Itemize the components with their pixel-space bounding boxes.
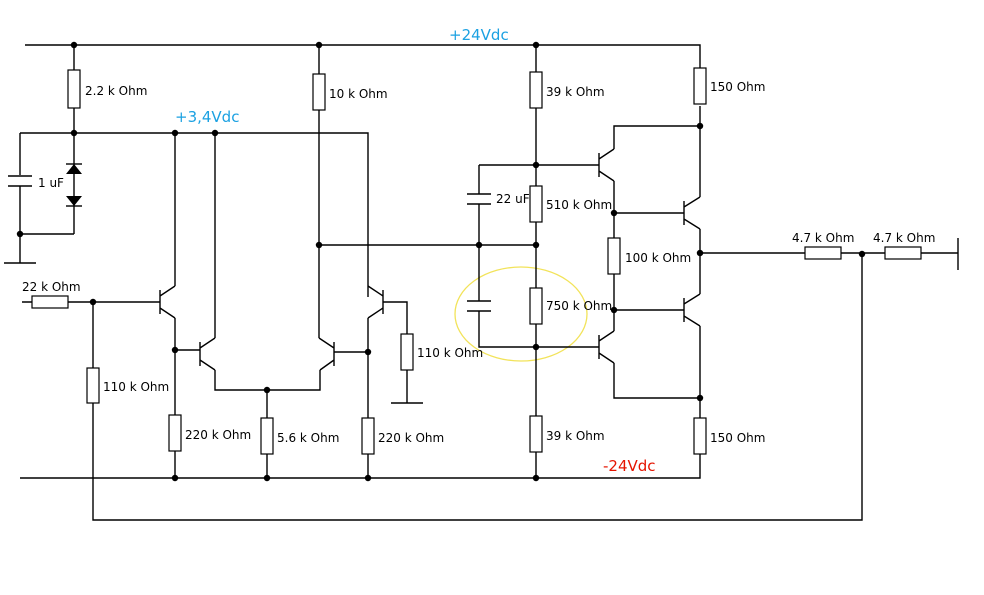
resistor-39k-bottom xyxy=(529,415,543,453)
label-r-22k-input: 22 k Ohm xyxy=(22,280,81,294)
reference-rail xyxy=(20,132,369,297)
transistor-q8 xyxy=(683,253,701,418)
transistor-q1 xyxy=(159,133,176,350)
resistor-22k-input xyxy=(31,295,69,309)
label-r-5k6: 5.6 k Ohm xyxy=(277,431,339,445)
resistor-39k-top xyxy=(529,71,543,109)
resistor-220k-right xyxy=(361,417,375,455)
label-r-4k7-a: 4.7 k Ohm xyxy=(792,231,854,245)
highlight-ellipse xyxy=(454,266,588,362)
label-r-150-bottom: 150 Ohm xyxy=(710,431,765,445)
label-r-39k-top: 39 k Ohm xyxy=(546,85,605,99)
label-r-510k: 510 k Ohm xyxy=(546,198,612,212)
label-r-150-top: 150 Ohm xyxy=(710,80,765,94)
resistor-220k-left xyxy=(168,414,182,452)
resistor-510k xyxy=(529,185,543,223)
resistor-5k6 xyxy=(260,417,274,455)
rail-label-negative: -24Vdc xyxy=(603,457,656,475)
label-c-22uf: 22 uF xyxy=(496,192,530,206)
resistor-4k7-a xyxy=(804,246,842,260)
negative-rail xyxy=(20,454,701,479)
zener-diode-1 xyxy=(66,162,82,208)
resistor-750k xyxy=(529,287,543,325)
capacitor-22uf xyxy=(467,193,491,205)
capacitor-1uf xyxy=(8,175,32,187)
junction-dots xyxy=(16,41,866,482)
label-r-100k: 100 k Ohm xyxy=(625,251,691,265)
label-r-220k-left: 220 k Ohm xyxy=(185,428,251,442)
resistor-110k-feedback xyxy=(86,367,100,404)
label-r-110k-ground: 110 k Ohm xyxy=(417,346,483,360)
label-c-1uf: 1 uF xyxy=(38,176,64,190)
label-r-2k2: 2.2 k Ohm xyxy=(85,84,147,98)
label-r-750k: 750 k Ohm xyxy=(546,299,612,313)
capacitor-lower xyxy=(467,300,491,312)
resistor-150-bottom xyxy=(693,417,707,455)
resistor-4k7-b xyxy=(884,246,922,260)
transistor-q4 xyxy=(367,285,408,403)
resistor-110k-ground xyxy=(400,333,414,371)
rail-label-positive: +24Vdc xyxy=(449,26,509,44)
label-r-4k7-b: 4.7 k Ohm xyxy=(873,231,935,245)
resistor-100k xyxy=(607,237,621,275)
transistor-q6 xyxy=(536,309,700,399)
resistor-10k xyxy=(312,73,326,111)
label-r-10k: 10 k Ohm xyxy=(329,87,388,101)
transistor-q2 xyxy=(175,133,321,391)
transistor-q7 xyxy=(683,106,701,253)
resistor-150-top xyxy=(693,67,707,105)
label-r-220k-right: 220 k Ohm xyxy=(378,431,444,445)
label-r-110k-feedback: 110 k Ohm xyxy=(103,380,169,394)
transistor-q3 xyxy=(318,337,368,371)
positive-rail xyxy=(25,44,701,70)
resistor-2k2 xyxy=(67,69,81,109)
rail-label-reference: +3,4Vdc xyxy=(175,108,239,126)
label-r-39k-bottom: 39 k Ohm xyxy=(546,429,605,443)
